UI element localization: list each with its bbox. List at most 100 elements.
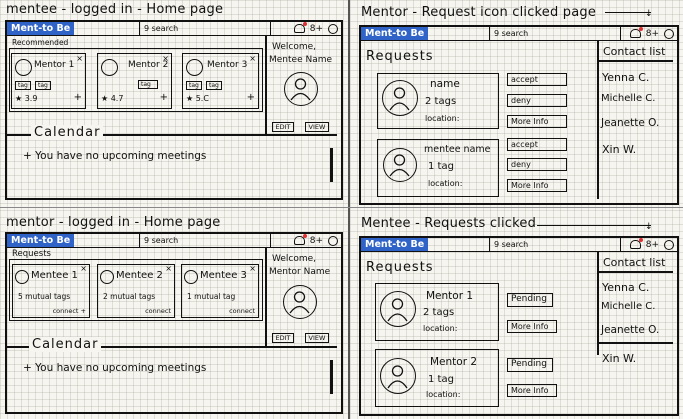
search-input[interactable]: 9 search bbox=[139, 234, 271, 247]
scrollbar[interactable] bbox=[330, 360, 333, 394]
contact-item[interactable]: Yenna C. bbox=[602, 71, 650, 84]
mentee-card-1[interactable]: Mentee 1 × 5 mutual tags connect + bbox=[12, 264, 90, 318]
bell-icon[interactable] bbox=[293, 234, 307, 245]
mentor-name: Mentor 1 bbox=[426, 290, 474, 302]
mentor-name: Mentor 2 bbox=[128, 60, 169, 70]
connect-link[interactable]: connect bbox=[145, 307, 171, 315]
more-info-button[interactable]: More Info bbox=[507, 320, 557, 333]
app-logo[interactable]: Ment-to Be bbox=[361, 27, 429, 40]
avatar-icon bbox=[382, 80, 418, 116]
contact-item[interactable]: Jeanette O. bbox=[601, 117, 660, 129]
app-logo[interactable]: Ment-to Be bbox=[7, 234, 75, 247]
person-plus-icon[interactable]: 8+ bbox=[645, 28, 659, 39]
close-icon[interactable]: × bbox=[249, 264, 256, 273]
bell-icon[interactable] bbox=[629, 27, 643, 38]
contact-item[interactable]: Michelle C. bbox=[601, 301, 656, 312]
person-plus-icon[interactable]: 8+ bbox=[645, 239, 659, 250]
requester-tags: 1 tag bbox=[428, 161, 454, 172]
profile-avatar-icon bbox=[284, 72, 318, 106]
calendar-empty-message: + You have no upcoming meetings bbox=[23, 150, 207, 162]
top-icons: 8+ bbox=[629, 27, 674, 40]
search-input[interactable]: 9 search bbox=[139, 22, 271, 35]
contact-item[interactable]: Michelle C. bbox=[601, 93, 656, 104]
mentor-location: location: bbox=[426, 390, 461, 399]
app-logo[interactable]: Ment-to Be bbox=[361, 238, 429, 251]
connect-link[interactable]: connect + bbox=[52, 307, 86, 315]
accept-button[interactable]: accept bbox=[507, 138, 567, 151]
profile-separator bbox=[265, 35, 267, 134]
mutual-tags: 2 mutual tags bbox=[103, 292, 156, 301]
edit-button[interactable]: EDIT bbox=[272, 122, 294, 132]
view-button[interactable]: VIEW bbox=[305, 122, 329, 132]
connect-link[interactable]: connect bbox=[229, 307, 255, 315]
wireframe-mentor-requests: Ment-to Be 9 search 8+ Requests name 2 t… bbox=[359, 25, 679, 205]
mentor-card-2[interactable]: Mentor 2 × tag ★ 4.7 + bbox=[97, 53, 172, 109]
contact-list-title: Contact list bbox=[603, 256, 666, 269]
request-card-2[interactable]: Mentor 2 1 tag location: bbox=[375, 349, 499, 407]
contact-item[interactable]: Xin W. bbox=[602, 352, 637, 365]
tag: tag bbox=[35, 81, 51, 90]
person-plus-icon[interactable]: 8+ bbox=[309, 23, 323, 34]
contact-list-title: Contact list bbox=[603, 45, 666, 58]
requests-title: Requests bbox=[366, 260, 434, 275]
close-icon[interactable]: × bbox=[76, 54, 83, 63]
close-icon[interactable]: × bbox=[249, 54, 256, 63]
more-info-button[interactable]: More Info bbox=[507, 179, 567, 192]
tag: tag bbox=[206, 81, 222, 90]
mentee-card-2[interactable]: Mentee 2 × 2 mutual tags connect bbox=[97, 264, 175, 318]
avatar-icon bbox=[184, 270, 198, 284]
person-plus-icon[interactable]: 8+ bbox=[309, 235, 323, 246]
profile-circle-icon[interactable] bbox=[664, 28, 674, 39]
arrow-head-icon: ↓ bbox=[645, 222, 653, 232]
requester-location: location: bbox=[425, 114, 460, 123]
rating: ★ 3.9 bbox=[15, 94, 38, 103]
profile-separator bbox=[265, 247, 267, 348]
mentee-card-3[interactable]: Mentee 3 × 1 mutual tag connect bbox=[181, 264, 259, 318]
mentor-card-1[interactable]: Mentor 1 × tag tag ★ 3.9 + bbox=[11, 53, 86, 109]
mentor-card-3[interactable]: Mentor 3 × tag tag ★ 5.C + bbox=[182, 53, 259, 109]
contact-item[interactable]: Yenna C. bbox=[602, 281, 650, 294]
mentor-tags: 1 tag bbox=[428, 374, 454, 385]
profile-circle-icon[interactable] bbox=[664, 239, 674, 250]
calendar-separator bbox=[7, 134, 337, 136]
deny-button[interactable]: deny bbox=[507, 158, 567, 171]
add-icon[interactable]: + bbox=[246, 92, 255, 103]
bell-icon[interactable] bbox=[293, 22, 307, 33]
mutual-tags: 1 mutual tag bbox=[187, 292, 236, 301]
app-logo[interactable]: Ment-to Be bbox=[7, 22, 75, 35]
profile-circle-icon[interactable] bbox=[328, 235, 338, 246]
close-icon[interactable]: × bbox=[80, 264, 87, 273]
mutual-tags: 5 mutual tags bbox=[18, 292, 71, 301]
pending-status: Pending bbox=[507, 293, 553, 307]
edit-button[interactable]: EDIT bbox=[272, 333, 294, 343]
tag: tag bbox=[138, 80, 158, 89]
bell-icon[interactable] bbox=[629, 238, 643, 249]
wireframe-mentee-requests: Ment-to Be 9 search 8+ Requests Mentor 1… bbox=[359, 236, 679, 416]
top-bar: Ment-to Be 9 search 8+ bbox=[7, 234, 341, 248]
top-icons: 8+ bbox=[293, 234, 338, 247]
mentor-name: Mentor 1 bbox=[34, 60, 75, 70]
search-input[interactable]: 9 search bbox=[489, 27, 621, 40]
request-card-2[interactable]: mentee name 1 tag location: bbox=[377, 139, 499, 197]
user-name: Mentor Name bbox=[269, 267, 331, 277]
panel-title-mentee-home: mentee - logged in - Home page bbox=[6, 2, 224, 17]
request-card-1[interactable]: Mentor 1 2 tags location: bbox=[375, 283, 499, 341]
scrollbar[interactable] bbox=[330, 148, 333, 182]
more-info-button[interactable]: More Info bbox=[507, 115, 567, 128]
add-icon[interactable]: + bbox=[159, 92, 168, 103]
contact-title-underline bbox=[599, 60, 673, 62]
accept-button[interactable]: accept bbox=[507, 73, 567, 86]
profile-circle-icon[interactable] bbox=[328, 23, 338, 34]
add-icon[interactable]: + bbox=[73, 92, 82, 103]
close-icon[interactable]: × bbox=[162, 54, 169, 63]
deny-button[interactable]: deny bbox=[507, 94, 567, 107]
user-name: Mentee Name bbox=[269, 55, 333, 65]
view-button[interactable]: VIEW bbox=[305, 333, 329, 343]
request-card-1[interactable]: name 2 tags location: bbox=[377, 73, 499, 129]
recommended-section bbox=[9, 48, 263, 112]
close-icon[interactable]: × bbox=[165, 264, 172, 273]
search-input[interactable]: 9 search bbox=[489, 238, 621, 251]
more-info-button[interactable]: More Info bbox=[507, 384, 557, 397]
contact-item[interactable]: Xin W. bbox=[602, 143, 637, 156]
contact-item[interactable]: Jeanette O. bbox=[601, 324, 660, 336]
